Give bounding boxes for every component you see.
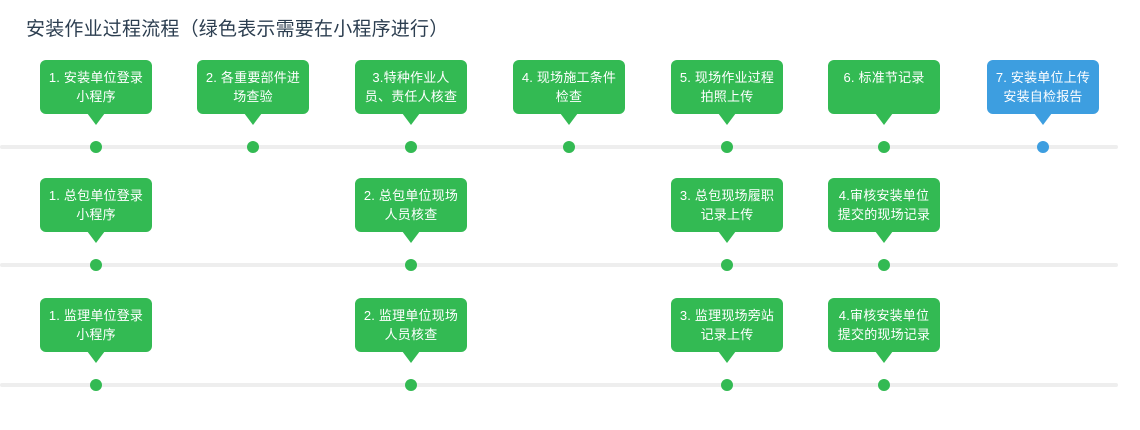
timeline-rail xyxy=(0,145,1118,149)
timeline-row: 1. 安装单位登录小程序 2. 各重要部件进场查验 3.特种作业人员、责任人核查 4.… xyxy=(0,60,1140,180)
page-title: 安装作业过程流程（绿色表示需要在小程序进行） xyxy=(26,19,449,40)
flow-node[interactable]: 1. 总包单位登录小程序 xyxy=(40,178,152,298)
flow-node-pointer-icon xyxy=(718,113,736,125)
flow-node-label: 4. 现场施工条件检查 xyxy=(521,70,617,104)
timeline-rail xyxy=(0,263,1118,267)
timeline-dot-icon[interactable] xyxy=(1037,141,1049,153)
flow-node-label: 2. 各重要部件进场查验 xyxy=(205,70,301,104)
flow-node-pointer-icon xyxy=(402,351,420,363)
flow-node[interactable]: 4.审核安装单位提交的现场记录 xyxy=(828,298,940,418)
flow-node-box[interactable]: 3.特种作业人员、责任人核查 xyxy=(355,60,467,114)
timeline-dot-icon[interactable] xyxy=(563,141,575,153)
flow-node[interactable]: 1. 安装单位登录小程序 xyxy=(40,60,152,180)
flow-node-box[interactable]: 2. 监理单位现场人员核查 xyxy=(355,298,467,352)
timeline-dot-icon[interactable] xyxy=(90,259,102,271)
timeline-dot-icon[interactable] xyxy=(405,379,417,391)
flow-node[interactable]: 1. 监理单位登录小程序 xyxy=(40,298,152,418)
flow-node-label: 1. 安装单位登录小程序 xyxy=(48,70,144,104)
flow-node-pointer-icon xyxy=(718,231,736,243)
flow-node-label: 1. 总包单位登录小程序 xyxy=(48,188,144,222)
flow-node-pointer-icon xyxy=(402,231,420,243)
flow-node-pointer-icon xyxy=(560,113,578,125)
flow-node-pointer-icon xyxy=(875,351,893,363)
flow-node[interactable]: 3. 总包现场履职记录上传 xyxy=(671,178,783,298)
timeline-row: 1. 总包单位登录小程序 2. 总包单位现场人员核查 3. 总包现场履职记录上传 4.… xyxy=(0,178,1140,298)
flow-node[interactable]: 7. 安装单位上传安装自检报告 xyxy=(987,60,1099,180)
flow-node-box[interactable]: 3. 监理现场旁站记录上传 xyxy=(671,298,783,352)
flow-node-box[interactable]: 2. 各重要部件进场查验 xyxy=(197,60,309,114)
timeline-row: 1. 监理单位登录小程序 2. 监理单位现场人员核查 3. 监理现场旁站记录上传 4.… xyxy=(0,298,1140,418)
flow-node-box[interactable]: 2. 总包单位现场人员核查 xyxy=(355,178,467,232)
flow-node-label: 2. 监理单位现场人员核查 xyxy=(363,308,459,342)
timeline-rail xyxy=(0,383,1118,387)
flow-node-label: 4.审核安装单位提交的现场记录 xyxy=(837,308,931,342)
flow-node-pointer-icon xyxy=(875,113,893,125)
timeline-dot-icon[interactable] xyxy=(405,259,417,271)
flow-node[interactable]: 4. 现场施工条件检查 xyxy=(513,60,625,180)
flow-node-label: 3. 监理现场旁站记录上传 xyxy=(679,308,775,342)
timeline-dot-icon[interactable] xyxy=(721,141,733,153)
timeline-dot-icon[interactable] xyxy=(247,141,259,153)
flow-node-label: 3.特种作业人员、责任人核查 xyxy=(364,70,458,104)
timeline-dot-icon[interactable] xyxy=(878,141,890,153)
timeline-dot-icon[interactable] xyxy=(90,379,102,391)
flow-node-pointer-icon xyxy=(718,351,736,363)
flow-node-box[interactable]: 6. 标准节记录 xyxy=(828,60,940,114)
flow-node[interactable]: 2. 监理单位现场人员核查 xyxy=(355,298,467,418)
flow-node-pointer-icon xyxy=(87,351,105,363)
flow-node-pointer-icon xyxy=(244,113,262,125)
flow-node-label: 7. 安装单位上传安装自检报告 xyxy=(995,70,1091,104)
flow-node[interactable]: 5. 现场作业过程拍照上传 xyxy=(671,60,783,180)
timeline-dot-icon[interactable] xyxy=(721,259,733,271)
flow-node-pointer-icon xyxy=(1034,113,1052,125)
flow-node-box[interactable]: 5. 现场作业过程拍照上传 xyxy=(671,60,783,114)
flow-node-label: 6. 标准节记录 xyxy=(843,70,925,85)
flow-node[interactable]: 3. 监理现场旁站记录上传 xyxy=(671,298,783,418)
flow-node-label: 5. 现场作业过程拍照上传 xyxy=(679,70,775,104)
timeline-dot-icon[interactable] xyxy=(878,259,890,271)
flow-node-box[interactable]: 1. 总包单位登录小程序 xyxy=(40,178,152,232)
flow-node[interactable]: 2. 总包单位现场人员核查 xyxy=(355,178,467,298)
flow-node-box[interactable]: 4.审核安装单位提交的现场记录 xyxy=(828,178,940,232)
flow-node-label: 4.审核安装单位提交的现场记录 xyxy=(837,188,931,222)
flow-node-pointer-icon xyxy=(87,231,105,243)
flow-node-box[interactable]: 3. 总包现场履职记录上传 xyxy=(671,178,783,232)
flow-node[interactable]: 3.特种作业人员、责任人核查 xyxy=(355,60,467,180)
flow-node-label: 3. 总包现场履职记录上传 xyxy=(679,188,775,222)
flow-node[interactable]: 2. 各重要部件进场查验 xyxy=(197,60,309,180)
flow-node-box[interactable]: 4.审核安装单位提交的现场记录 xyxy=(828,298,940,352)
flow-node-box[interactable]: 4. 现场施工条件检查 xyxy=(513,60,625,114)
flow-node-pointer-icon xyxy=(87,113,105,125)
flow-node[interactable]: 4.审核安装单位提交的现场记录 xyxy=(828,178,940,298)
timeline-dot-icon[interactable] xyxy=(878,379,890,391)
timeline-dot-icon[interactable] xyxy=(405,141,417,153)
timeline-dot-icon[interactable] xyxy=(90,141,102,153)
flow-node-box[interactable]: 1. 安装单位登录小程序 xyxy=(40,60,152,114)
flow-node-box[interactable]: 7. 安装单位上传安装自检报告 xyxy=(987,60,1099,114)
flow-node-box[interactable]: 1. 监理单位登录小程序 xyxy=(40,298,152,352)
timeline-dot-icon[interactable] xyxy=(721,379,733,391)
flow-node-label: 1. 监理单位登录小程序 xyxy=(48,308,144,342)
flow-node[interactable]: 6. 标准节记录 xyxy=(828,60,940,180)
flow-node-label: 2. 总包单位现场人员核查 xyxy=(363,188,459,222)
flow-node-pointer-icon xyxy=(875,231,893,243)
flow-node-pointer-icon xyxy=(402,113,420,125)
